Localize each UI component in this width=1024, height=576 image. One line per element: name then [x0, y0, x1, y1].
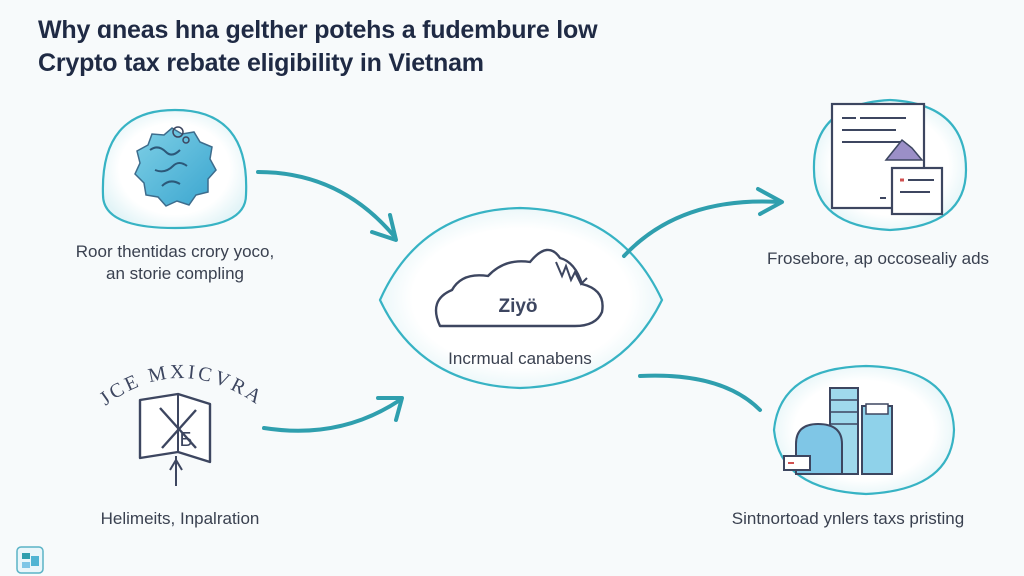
arrow-top-left-to-center: [256, 170, 396, 238]
arrow-center-to-top-right: [622, 199, 782, 258]
book-letters-icon: Б JCE MXICVRA: [96, 361, 265, 486]
top-left-label-line-2: an storie compling: [106, 264, 244, 283]
top-right-label: Frosebore, ap occosealiy ads: [766, 249, 990, 268]
node-center-frame: [378, 206, 664, 390]
svg-text:Б: Б: [179, 429, 192, 451]
mountain-cloud-icon: [434, 248, 604, 328]
top-left-label: Roor thentidas crory yoco, an storie com…: [60, 241, 290, 285]
arrowhead-bottom-left: [376, 396, 404, 422]
blue-badge-icon: [134, 126, 217, 207]
arrow-bottom-left-to-center: [262, 398, 402, 433]
arrowhead-top-left: [370, 213, 398, 242]
documents-icon: [830, 102, 944, 216]
center-label: Incrmual canabens: [448, 349, 592, 368]
page-title: Why ɑneas hna gelther potehs a fudembure…: [38, 14, 598, 80]
corner-logo-icon: [16, 546, 44, 574]
arrow-center-to-bottom-right: [638, 373, 762, 412]
bottles-jars-icon: [783, 387, 893, 475]
center-inner-text: Zіуö: [498, 296, 537, 317]
bottom-right-label: Sintnortoad ynlers taxs pristing: [731, 509, 965, 528]
title-line-1: Why ɑneas hna gelther potehs a fudembure…: [38, 16, 598, 44]
arrowhead-top-right: [756, 187, 784, 216]
top-left-label-line-1: Roor thentidas crory yoco,: [75, 242, 275, 261]
title-line-2: Crypto tax rebate eligibility in Vietnam: [38, 49, 484, 77]
bottom-left-label: Helimeits, Inpalration: [100, 509, 260, 528]
